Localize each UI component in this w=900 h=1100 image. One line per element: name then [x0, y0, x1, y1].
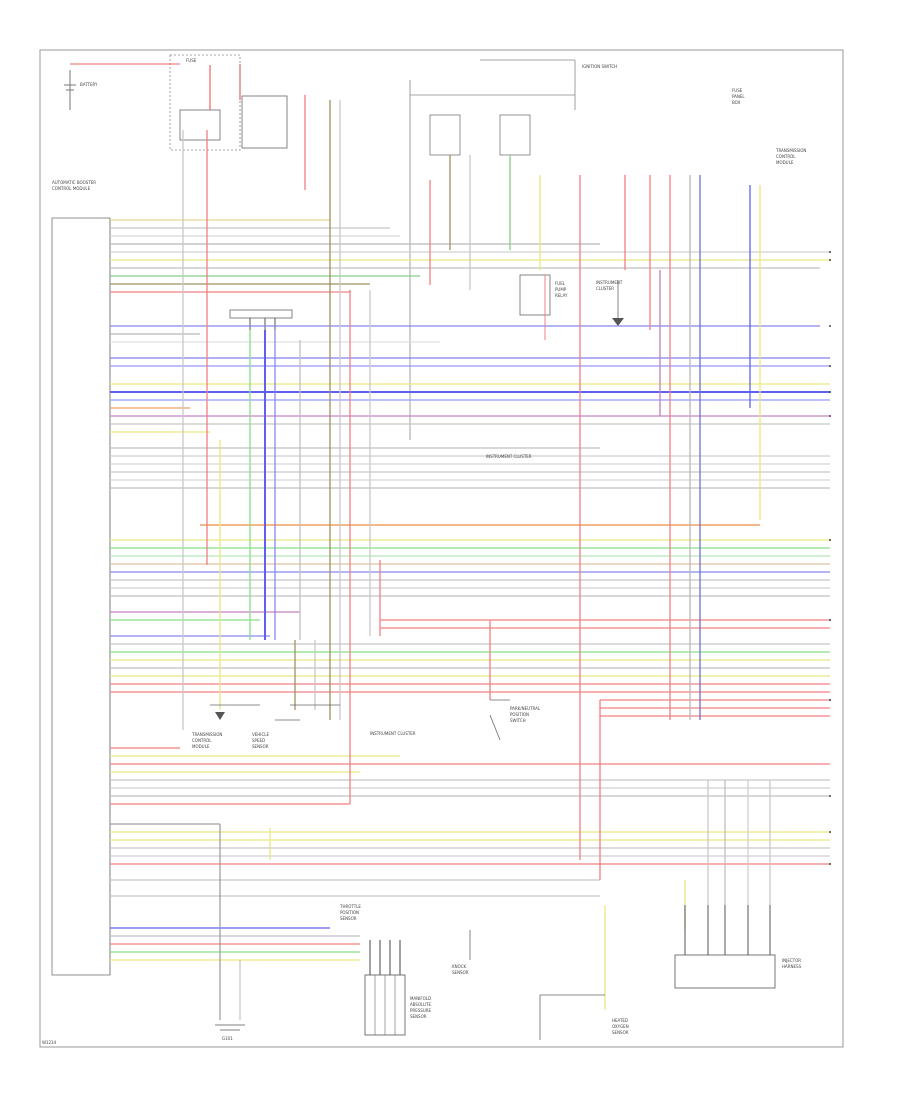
throttle-sensor-label-1: THROTTLE — [339, 904, 361, 909]
injector-label-1: INJECTOR — [782, 958, 801, 963]
injector-harness — [674, 905, 776, 989]
tcm-label-lower-1: TRANSMISSION — [191, 732, 222, 737]
instrument-cluster-mid-label: INSTRUMENT CLUSTER — [486, 454, 532, 459]
ground-symbol — [215, 1024, 245, 1031]
tcm-label-lower-2: CONTROL — [192, 738, 212, 743]
small-connector — [229, 309, 293, 330]
transmission-control-module — [210, 704, 260, 720]
throttle-sensor-label-2: POSITION — [340, 910, 359, 915]
right-end-terminals — [829, 251, 831, 865]
fuel-pump-relay-label-3: RELAY — [555, 293, 568, 298]
fuse-panel-label-2: PANEL — [732, 94, 745, 99]
map-sensor — [364, 940, 406, 1036]
fuse-box — [169, 54, 288, 151]
tcm-label-lower-3: MODULE — [192, 744, 210, 749]
neutral-switch-label-2: POSITION — [510, 712, 529, 717]
map-sensor-label-3: PRESSURE — [410, 1008, 432, 1013]
map-sensor-label-2: ABSOLUTE — [410, 1002, 431, 1007]
fuse-panel-label-3: BOX — [732, 100, 741, 105]
vehicle-speed-sensor — [275, 704, 340, 721]
o2-sensor-label-2: OXYGEN — [612, 1024, 629, 1029]
neutral-switch-label-1: PARK/NEUTRAL — [510, 706, 541, 711]
oxygen-sensor — [539, 994, 605, 1040]
map-sensor-label-4: SENSOR — [410, 1014, 427, 1019]
ecm-label-2: CONTROL MODULE — [52, 186, 91, 191]
diagram-border — [39, 49, 844, 1048]
fuel-pump-relay-label-1: FUEL — [555, 281, 566, 286]
vertical-wires — [182, 95, 771, 1020]
battery-label: BATTERY — [80, 82, 98, 87]
map-sensor-label-1: MANIFOLD — [410, 996, 431, 1001]
injector-label-2: HARNESS — [782, 964, 802, 969]
wire-bundle — [110, 219, 830, 961]
instrument-cluster-ground — [612, 280, 624, 326]
fuse-box-label: FUSE — [186, 58, 197, 63]
vss-label-2: SPEED — [252, 738, 265, 743]
instrument-cluster-label-2: CLUSTER — [596, 286, 614, 291]
knock-sensor-label-1: KNOCK — [452, 964, 467, 969]
neutral-switch-label-3: SWITCH — [510, 718, 526, 723]
park-neutral-switch — [489, 699, 510, 741]
o2-sensor-label-3: SENSOR — [612, 1030, 629, 1035]
o2-sensor-label-1: HEATED — [612, 1018, 628, 1023]
tcm-label-1: TRANSMISSION — [775, 148, 806, 153]
vss-label-3: SENSOR — [252, 744, 269, 749]
instrument-cluster-label-1: INSTRUMENT — [596, 280, 623, 285]
instrument-cluster-lower-label: INSTRUMENT CLUSTER — [370, 731, 416, 736]
tcm-label-3: MODULE — [776, 160, 794, 165]
fuel-pump-relay-label-2: PUMP — [555, 287, 567, 292]
ignition-switch-label: IGNITION SWITCH — [582, 64, 617, 69]
ground-label: G101 — [222, 1036, 233, 1041]
fuse-panel-label-1: FUSE — [732, 88, 743, 93]
battery-symbol — [64, 63, 180, 110]
vss-label-1: VEHICLE — [252, 732, 269, 737]
tcm-label-2: CONTROL — [776, 154, 796, 159]
knock-sensor-label-2: SENSOR — [452, 970, 469, 975]
throttle-sensor-label-3: SENSOR — [340, 916, 357, 921]
ecm-label: AUTOMATIC BOOSTER — [52, 180, 96, 185]
fuel-pump-relay — [519, 274, 551, 340]
diagram-code: W1234 — [42, 1040, 57, 1045]
